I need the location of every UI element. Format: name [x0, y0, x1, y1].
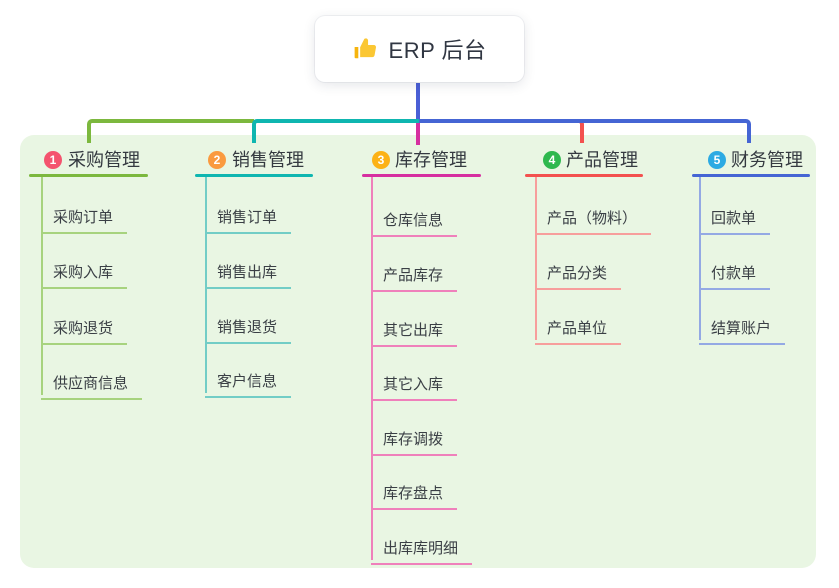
node-settlement-account[interactable]: 结算账户 [699, 311, 786, 345]
node-supplier-info[interactable]: 供应商信息 [41, 366, 143, 400]
node-other-inbound[interactable]: 其它入库 [371, 367, 458, 401]
node-product-unit[interactable]: 产品单位 [535, 311, 622, 345]
node-purchase-order[interactable]: 采购订单 [41, 200, 128, 234]
branch-2-trunk [205, 177, 207, 393]
branch-4-underline [525, 174, 643, 177]
node-purchase-return[interactable]: 采购退货 [41, 311, 128, 345]
thumbs-up-icon [353, 36, 379, 62]
node-outbound-detail[interactable]: 出库库明细 [371, 531, 473, 565]
node-product-category[interactable]: 产品分类 [535, 256, 622, 290]
branch-1-trunk [41, 177, 43, 395]
branches-panel [20, 135, 816, 568]
branch-2-label[interactable]: 销售管理 [232, 150, 304, 170]
branch-4-label[interactable]: 产品管理 [566, 150, 638, 170]
node-warehouse-info[interactable]: 仓库信息 [371, 203, 458, 237]
branch-5-badge: 5 [708, 151, 726, 169]
branch-3-badge: 3 [372, 151, 390, 169]
branch-4-trunk [535, 177, 537, 340]
branch-1-underline [29, 174, 148, 177]
branch-5-trunk [699, 177, 701, 340]
node-purchase-inbound[interactable]: 采购入库 [41, 255, 128, 289]
node-sales-order[interactable]: 销售订单 [205, 200, 292, 234]
node-payment-bill[interactable]: 付款单 [699, 256, 771, 290]
node-other-outbound[interactable]: 其它出库 [371, 313, 458, 347]
branch-3-underline [362, 174, 481, 177]
branch-5-label[interactable]: 财务管理 [731, 150, 803, 170]
root-title: ERP 后台 [388, 38, 487, 63]
branch-1-label[interactable]: 采购管理 [68, 150, 140, 170]
node-sales-return[interactable]: 销售退货 [205, 310, 292, 344]
node-sales-outbound[interactable]: 销售出库 [205, 255, 292, 289]
connector-root-stem [416, 82, 420, 123]
node-stock-taking[interactable]: 库存盘点 [371, 476, 458, 510]
branch-4-badge: 4 [543, 151, 561, 169]
branch-5-underline [692, 174, 810, 177]
node-stock-transfer[interactable]: 库存调拨 [371, 422, 458, 456]
connector-branch-3 [416, 123, 420, 145]
node-product-stock[interactable]: 产品库存 [371, 258, 458, 292]
branch-3-label[interactable]: 库存管理 [395, 150, 467, 170]
connector-branch-5 [419, 119, 751, 143]
node-customer-info[interactable]: 客户信息 [205, 364, 292, 398]
connector-branch-1 [87, 119, 254, 143]
branch-2-badge: 2 [208, 151, 226, 169]
connector-branch-2 [252, 119, 419, 143]
branch-3-trunk [371, 177, 373, 560]
node-receipt-bill[interactable]: 回款单 [699, 201, 771, 235]
branch-1-badge: 1 [44, 151, 62, 169]
node-product-material[interactable]: 产品（物料） [535, 201, 652, 235]
root-node[interactable]: ERP 后台 [315, 16, 524, 82]
branch-2-underline [195, 174, 313, 177]
